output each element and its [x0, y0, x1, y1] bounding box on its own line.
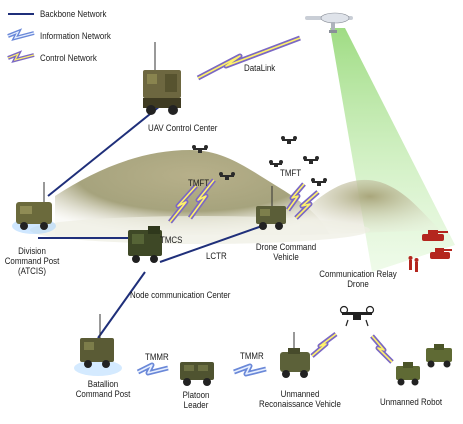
tmft-label-left: TMFT	[188, 178, 209, 188]
datalink-label: DataLink	[244, 63, 275, 73]
drone-command-vehicle-label: Drone Command Vehicle	[251, 242, 321, 262]
unmanned-robot-label: Unmanned Robot	[380, 397, 442, 407]
communication-relay-drone	[341, 307, 374, 327]
batallion-command-post-label: Batallion Command Post	[72, 379, 134, 399]
platoon-leader-vehicle	[180, 362, 214, 386]
communication-relay-drone-label: Communication Relay Drone	[316, 269, 400, 289]
uav-control-center-vehicle	[143, 42, 181, 115]
tmft-label-right: TMFT	[280, 168, 301, 178]
unmanned-reconnaissance-vehicle-label: Unmanned Reconaissance Vehicle	[254, 389, 346, 409]
tmcs-label: TMCS	[160, 235, 182, 245]
node-communication-center-vehicle	[128, 226, 162, 263]
uav-control-center-label: UAV Control Center	[148, 123, 217, 133]
batallion-command-post-vehicle	[74, 314, 122, 376]
tmmr-label-left: TMMR	[145, 352, 169, 362]
tmmr-label-right: TMMR	[240, 351, 264, 361]
unmanned-reconnaissance-vehicle	[280, 332, 310, 378]
legend-backbone-label: Backbone Network	[40, 9, 106, 19]
legend-control-label: Control Network	[40, 53, 97, 63]
lctr-label: LCTR	[206, 251, 227, 261]
division-command-post-label: Division Command Post (ATCIS)	[4, 246, 60, 276]
platoon-leader-label: Platoon Leader	[171, 390, 220, 410]
legend-symbols	[8, 14, 34, 60]
legend-information-label: Information Network	[40, 31, 111, 41]
division-command-post-vehicle	[12, 182, 56, 234]
node-communication-center-label: Node communication Center	[130, 290, 230, 300]
unmanned-robots	[396, 344, 452, 386]
